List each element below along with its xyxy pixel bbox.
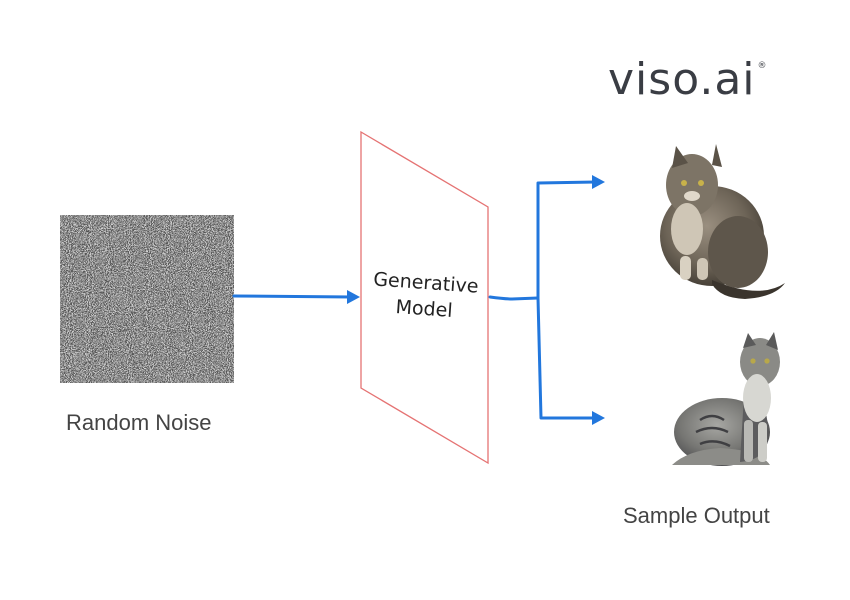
top-arrow-head: [592, 175, 605, 189]
fluffy-cat-image: [660, 144, 785, 299]
model-box: [360, 130, 489, 465]
input-arrow: [232, 294, 354, 299]
branch-stem: [488, 295, 540, 301]
top-branch-arrow: [536, 180, 598, 300]
brand-name: viso.ai: [608, 54, 756, 105]
arrows: [232, 175, 605, 425]
bottom-arrow-head: [592, 411, 605, 425]
random-noise-caption: Random Noise: [66, 410, 212, 435]
tabby-cat-image: [672, 332, 780, 466]
bottom-branch-arrow: [536, 296, 598, 420]
input-arrow-head: [347, 290, 360, 304]
model-label: Generative Model: [360, 266, 489, 327]
registered-mark: ®: [757, 61, 768, 71]
noise-image: [60, 215, 234, 383]
viso-ai-logo: viso.ai®: [608, 58, 768, 102]
sample-output-caption: Sample Output: [623, 503, 770, 528]
